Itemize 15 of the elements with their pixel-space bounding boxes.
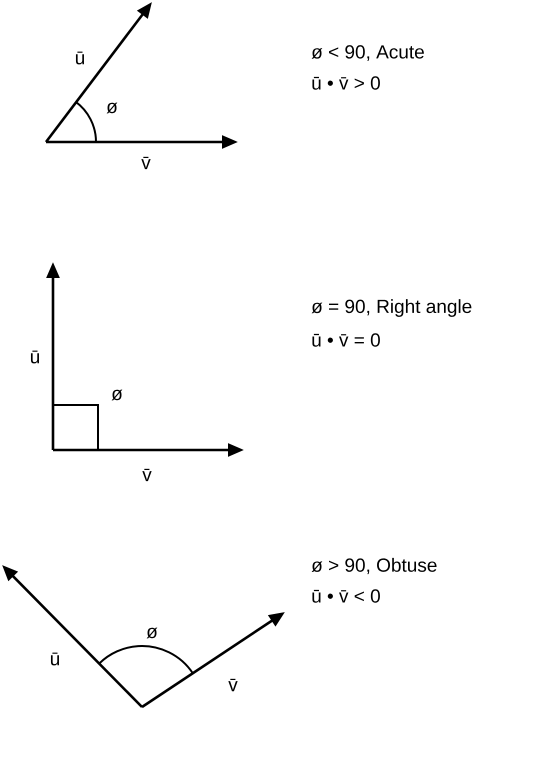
formula-text: ū • v̄ < 0 (312, 589, 380, 603)
condition-text: ø > 90, Obtuse (312, 558, 437, 574)
vector-label: ū (76, 52, 84, 64)
vector-label: ū (50, 652, 60, 666)
angle-label: ø (146, 628, 158, 638)
angle-label: ø (112, 390, 122, 400)
vector-label: v̄ (228, 678, 238, 692)
angle-label: ø (106, 102, 118, 114)
condition-text: ø = 90, Right angle (312, 299, 472, 317)
vector-label: v̄ (141, 156, 151, 170)
condition-text: ø < 90, Acute (312, 45, 424, 61)
formula-text: ū • v̄ = 0 (312, 333, 380, 347)
formula-text: ū • v̄ > 0 (312, 76, 380, 90)
vector-label: ū (30, 350, 40, 364)
vector-label: v̄ (142, 468, 152, 482)
